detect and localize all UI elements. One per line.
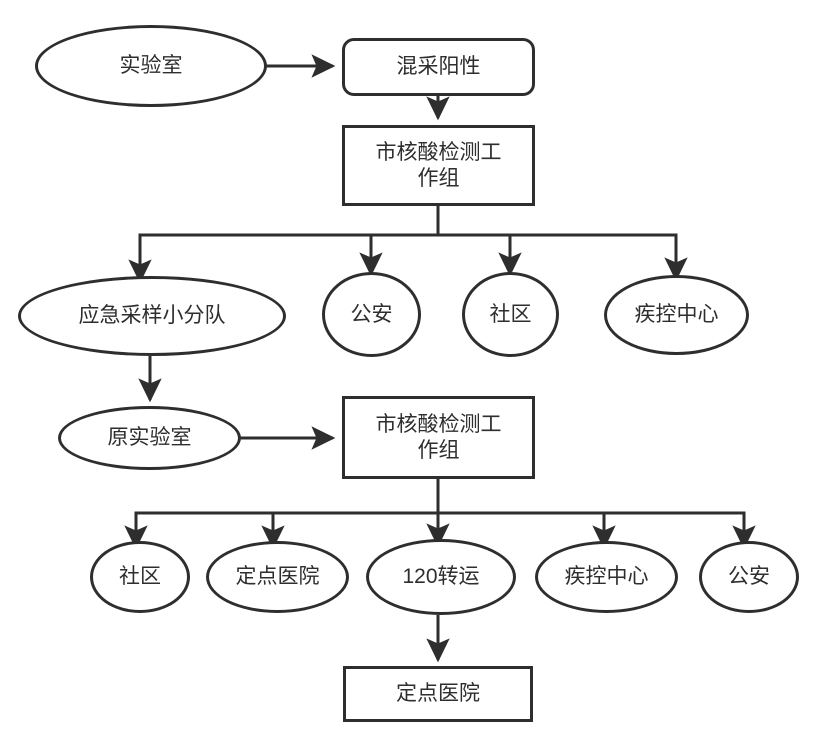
node-pooled_pos[interactable]: 混采阳性 [342,38,535,96]
node-cdc_1[interactable]: 疾控中心 [604,275,749,355]
node-community_2[interactable]: 社区 [90,541,190,613]
node-label-cdc_1: 疾控中心 [634,303,719,327]
node-label-city_group_2: 市核酸检测工 作组 [375,412,502,462]
node-label-hospital_1: 定点医院 [235,565,320,589]
node-police_1[interactable]: 公安 [322,272,421,357]
node-transport_120[interactable]: 120转运 [366,539,516,615]
node-label-police_2: 公安 [728,565,770,589]
node-label-cdc_2: 疾控中心 [564,565,649,589]
node-label-community_2: 社区 [119,565,161,589]
node-lab[interactable]: 实验室 [35,25,267,107]
node-label-transport_120: 120转运 [402,565,480,589]
node-emergency_team[interactable]: 应急采样小分队 [18,276,286,356]
node-label-pooled_pos: 混采阳性 [396,55,481,79]
node-city_group_2[interactable]: 市核酸检测工 作组 [342,396,535,479]
node-hospital_1[interactable]: 定点医院 [206,541,349,613]
node-label-origin_lab: 原实验室 [107,426,192,450]
node-label-hospital_2: 定点医院 [396,682,480,706]
node-label-lab: 实验室 [119,54,183,78]
node-cdc_2[interactable]: 疾控中心 [535,541,678,613]
node-community_1[interactable]: 社区 [462,272,559,357]
node-city_group_1[interactable]: 市核酸检测工 作组 [342,125,535,206]
node-police_2[interactable]: 公安 [699,541,799,613]
node-hospital_2[interactable]: 定点医院 [343,666,533,722]
node-label-police_1: 公安 [350,302,393,326]
node-origin_lab[interactable]: 原实验室 [58,406,241,470]
node-label-city_group_1: 市核酸检测工 作组 [375,140,502,190]
node-label-emergency_team: 应急采样小分队 [78,304,226,328]
node-label-community_1: 社区 [489,302,532,326]
